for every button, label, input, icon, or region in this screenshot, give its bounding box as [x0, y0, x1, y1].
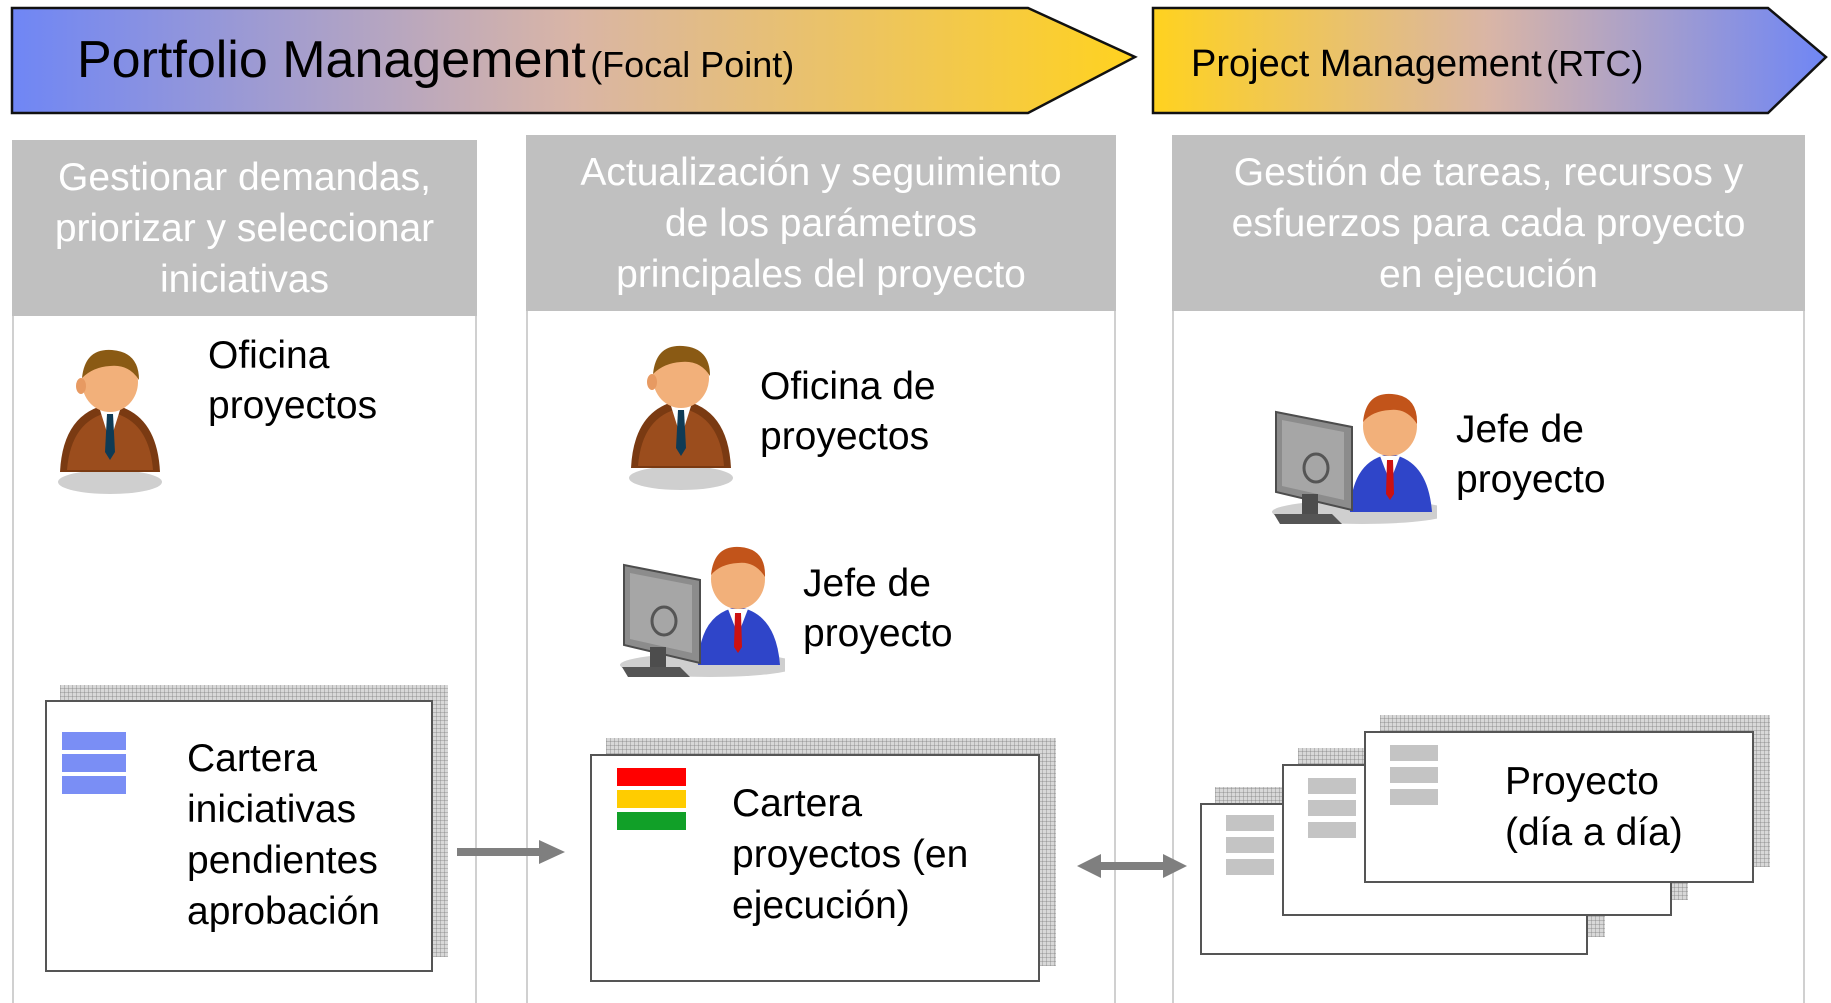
column-header-line: Actualización y seguimiento — [580, 150, 1062, 194]
card-label-cartera-iniciativas: Cartera iniciativas pendientes aprobació… — [187, 737, 380, 933]
project-banner-arrow — [1151, 6, 1828, 115]
card-label-cartera-proyectos: Cartera proyectos (en ejecución) — [732, 782, 969, 927]
phase-banners — [10, 6, 1828, 115]
role-label-jefe-de-proyecto: Jefe de proyecto — [1456, 408, 1606, 501]
column-1-body — [12, 316, 477, 1003]
portfolio-banner-arrow — [10, 6, 1138, 115]
portfolio-banner-title: Portfolio Management — [77, 31, 586, 89]
column-header-line: esfuerzos para cada proyecto — [1231, 201, 1746, 245]
column-3-header: Gestión de tareas, recursos y esfuerzos … — [1172, 135, 1805, 311]
person-at-computer-icon — [1272, 392, 1437, 526]
right-arrow-icon — [457, 840, 565, 864]
double-arrow-icon — [1077, 854, 1187, 878]
person-at-computer-icon — [620, 545, 785, 679]
column-1-header: Gestionar demandas, priorizar y seleccio… — [12, 140, 477, 316]
card-label-proyecto: Proyecto (día a día) — [1505, 760, 1683, 854]
column-header-line: priorizar y seleccionar — [54, 206, 435, 250]
gray-list-icon — [1308, 778, 1356, 838]
project-banner-subtitle: (RTC) — [1546, 43, 1644, 84]
column-header-line: Gestión de tareas, recursos y — [1233, 150, 1744, 194]
role-label-jefe-de-proyecto: Jefe de proyecto — [803, 562, 953, 655]
column-header-line: principales del proyecto — [616, 252, 1026, 296]
column-header-line: Gestionar demandas, — [58, 155, 431, 199]
column-2-body — [526, 311, 1116, 1003]
manager-person-icon — [58, 349, 162, 494]
project-banner-label: Project Management (RTC) — [1191, 43, 1643, 86]
column-3-body — [1172, 311, 1805, 1003]
gray-list-icon — [1226, 815, 1274, 875]
role-label-oficina-de-proyectos: Oficina de proyectos — [760, 365, 936, 458]
role-label-oficina-proyectos: Oficina proyectos — [208, 334, 378, 427]
column-header-line: en ejecución — [1379, 252, 1598, 296]
portfolio-banner-subtitle: (Focal Point) — [590, 44, 795, 85]
gray-list-icon — [1390, 745, 1438, 805]
project-banner-title: Project Management — [1191, 43, 1542, 85]
portfolio-banner-label: Portfolio Management (Focal Point) — [77, 30, 794, 90]
column-2-header: Actualización y seguimiento de los parám… — [526, 135, 1116, 311]
column-header-line: iniciativas — [159, 257, 330, 301]
blue-list-icon — [62, 732, 126, 794]
traffic-light-status-icon — [617, 768, 686, 830]
column-header-line: de los parámetros — [664, 201, 978, 245]
manager-person-icon — [629, 345, 733, 490]
